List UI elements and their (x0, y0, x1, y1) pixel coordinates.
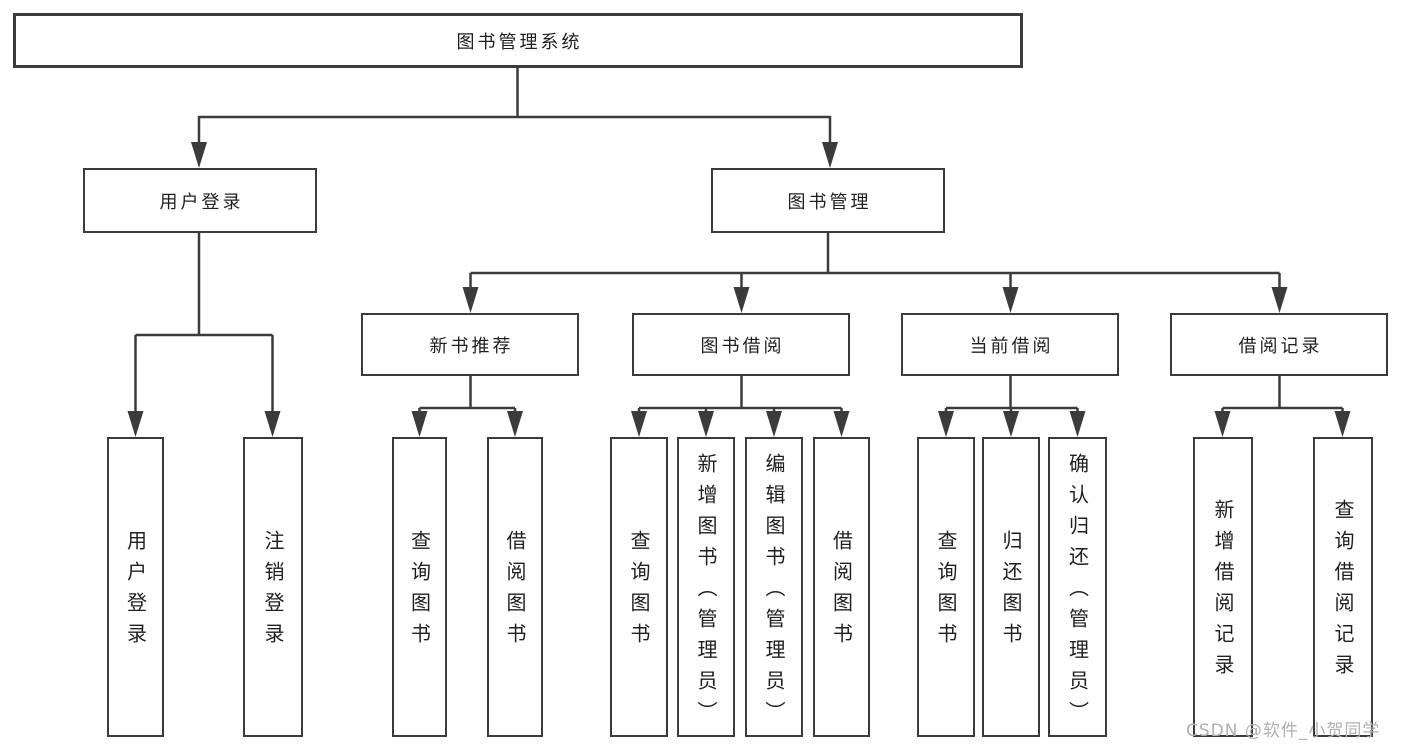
node-label: 图书管理 (787, 191, 872, 213)
leaf-confirm-return-admin: 确认归还（管理员） (1048, 437, 1107, 737)
node-current-borrow: 当前借阅 (901, 313, 1119, 376)
connector-book-management-children (462, 232, 1288, 313)
leaf-add-borrow-record: 新增借阅记录 (1193, 437, 1253, 737)
node-book-management: 图书管理 (711, 168, 945, 233)
node-label: 借阅图书 (503, 530, 527, 654)
leaf-borrow-books-recommend: 借阅图书 (487, 437, 543, 737)
node-borrow-records: 借阅记录 (1170, 313, 1388, 376)
connector-root-to-level2 (191, 68, 838, 168)
connector-current-borrow-children (938, 376, 1086, 437)
connector-user-login-children (127, 232, 281, 437)
leaf-user-login: 用户登录 (107, 437, 164, 737)
node-label: 图书借阅 (700, 335, 785, 357)
connector-borrow-records-children (1214, 376, 1351, 437)
leaf-return-books: 归还图书 (982, 437, 1040, 737)
node-label: 查询借阅记录 (1331, 499, 1355, 685)
node-user-login: 用户登录 (83, 168, 317, 233)
leaf-query-books-borrow: 查询图书 (610, 437, 668, 737)
node-label: 查询图书 (407, 530, 432, 654)
node-label: 确认归还（管理员） (1065, 452, 1090, 732)
leaf-query-books-current: 查询图书 (917, 437, 975, 737)
node-label: 用户登录 (159, 191, 244, 213)
node-label: 新增借阅记录 (1211, 499, 1235, 685)
leaf-add-books-admin: 新增图书（管理员） (677, 437, 735, 737)
node-label: 用户登录 (123, 530, 148, 654)
connector-book-borrow-children (631, 376, 850, 437)
leaf-logout: 注销登录 (243, 437, 303, 737)
node-book-borrow: 图书借阅 (632, 313, 850, 376)
node-label: 新书推荐 (429, 335, 514, 357)
node-label: 归还图书 (999, 530, 1023, 654)
node-new-book-recommend: 新书推荐 (361, 313, 579, 376)
leaf-query-books-recommend: 查询图书 (392, 437, 447, 737)
connector-new-book-recommend-children (411, 376, 523, 437)
node-label: 注销登录 (261, 530, 285, 654)
leaf-borrow-books: 借阅图书 (813, 437, 870, 737)
node-label: 新增图书（管理员） (694, 452, 718, 732)
node-label: 当前借阅 (969, 335, 1054, 357)
csdn-watermark: CSDN @软件_小贺同学 (1186, 721, 1381, 741)
leaf-query-borrow-record: 查询借阅记录 (1313, 437, 1373, 737)
node-label: 查询图书 (934, 530, 958, 654)
leaf-edit-books-admin: 编辑图书（管理员） (745, 437, 803, 737)
node-label: 借阅图书 (829, 530, 854, 654)
node-label: 查询图书 (627, 530, 651, 654)
node-label: 图书管理系统 (456, 31, 583, 53)
node-root-library-system: 图书管理系统 (13, 13, 1023, 68)
node-label: 借阅记录 (1238, 335, 1323, 357)
node-label: 编辑图书（管理员） (762, 452, 786, 732)
